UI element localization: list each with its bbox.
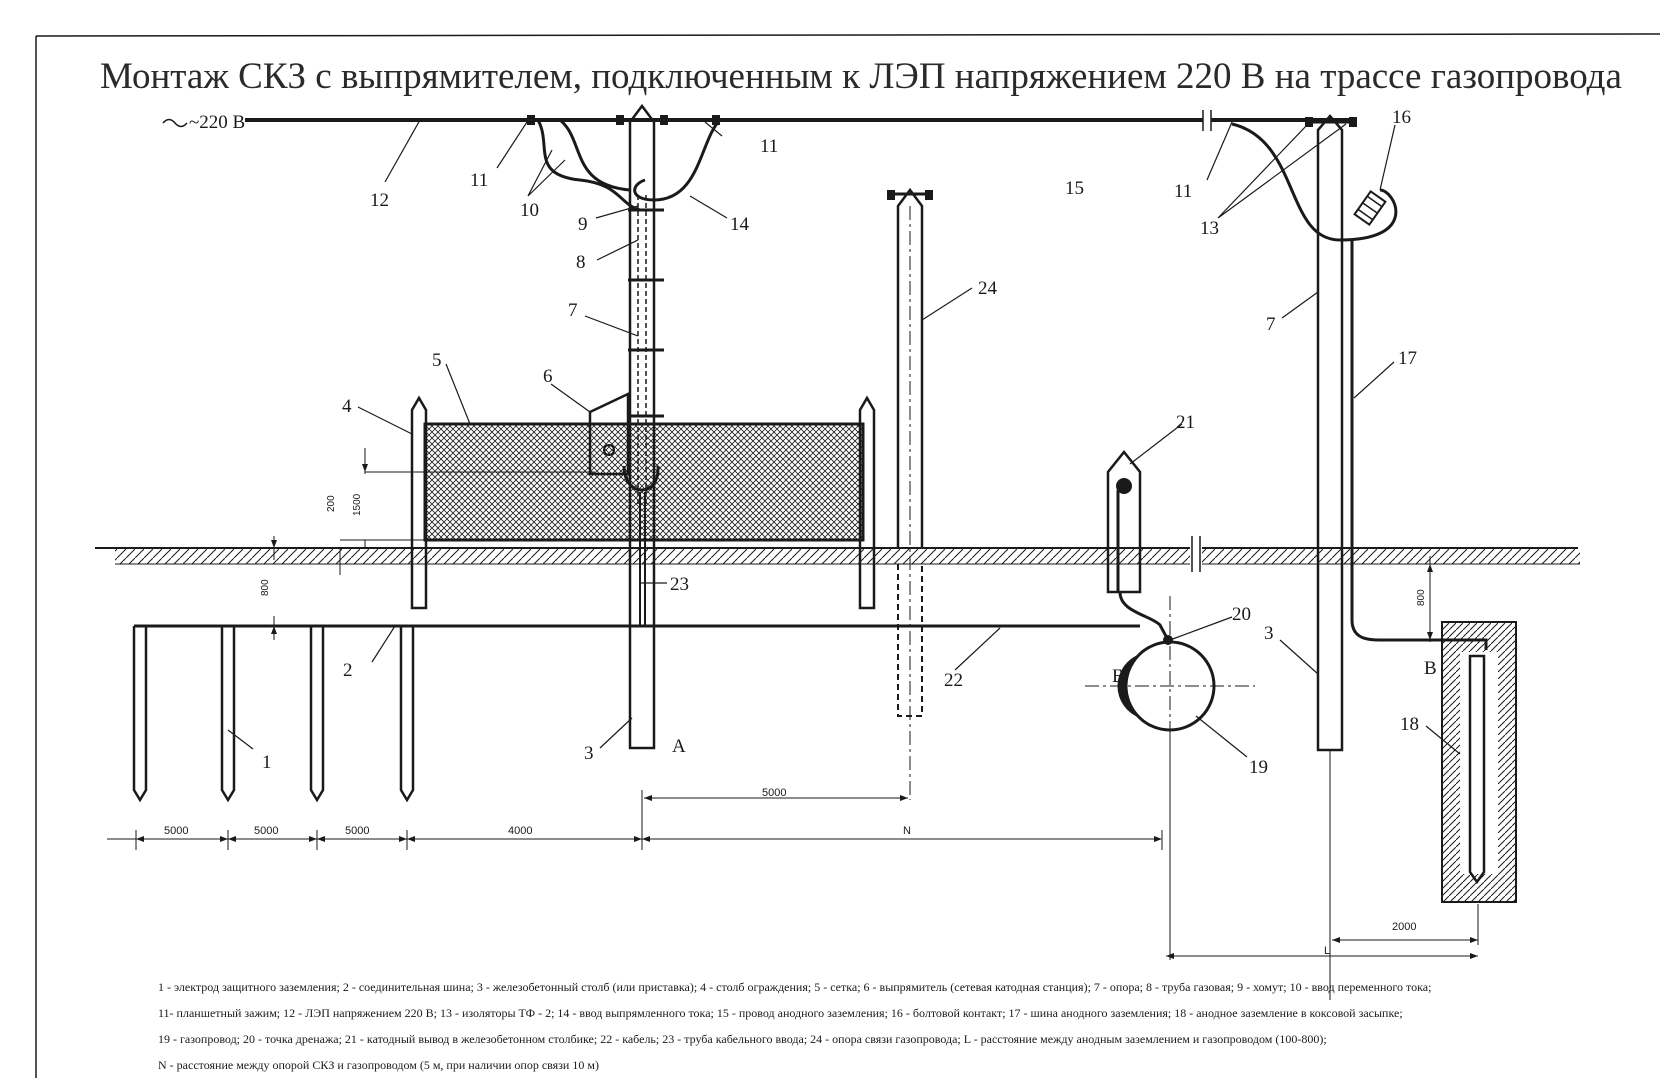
callout-7-right: 7 — [1266, 314, 1276, 335]
callout-8: 8 — [576, 252, 586, 273]
callout-5: 5 — [432, 350, 442, 371]
callout-13: 13 — [1200, 218, 1219, 239]
callout-2: 2 — [343, 660, 353, 681]
dim-5000-2: 5000 — [254, 825, 278, 837]
electrode — [220, 626, 236, 803]
electrode — [132, 626, 148, 803]
callout-17: 17 — [1398, 348, 1417, 369]
dimension-lines — [107, 448, 1478, 959]
callout-18: 18 — [1400, 714, 1419, 735]
callout-24: 24 — [978, 278, 998, 299]
callout-20: 20 — [1232, 604, 1251, 625]
point-b: Б — [1112, 666, 1123, 687]
callout-12: 12 — [370, 190, 389, 211]
ground-surface — [95, 536, 1580, 572]
legend-line: 1 - электрод защитного заземления; 2 - с… — [158, 980, 1432, 994]
rectifier — [588, 392, 660, 492]
dim-l: L — [1324, 945, 1330, 957]
dim-800-right: 800 — [1416, 589, 1427, 606]
callout-22: 22 — [944, 670, 963, 691]
callout-23: 23 — [670, 574, 689, 595]
skz-pole — [616, 103, 668, 750]
callout-labels: 1 2 3 3 4 5 6 7 7 8 9 10 11 11 11 12 13 … — [262, 107, 1437, 778]
fence-post-left — [410, 395, 428, 610]
cathode-terminal-post — [1106, 449, 1170, 641]
dim-1500: 1500 — [352, 493, 363, 516]
dim-5000-top: 5000 — [762, 787, 786, 799]
callout-6: 6 — [543, 366, 553, 387]
leader-lines — [227, 119, 1461, 758]
fence-post-right — [858, 395, 876, 610]
dim-5000-3: 5000 — [345, 825, 369, 837]
communication-pole — [887, 187, 933, 800]
power-line — [162, 110, 1352, 131]
point-v: В — [1424, 658, 1437, 679]
callout-10: 10 — [520, 200, 539, 221]
page-frame — [35, 33, 1660, 1078]
fence — [410, 395, 876, 610]
cable-entry-tube — [639, 492, 646, 626]
bolt-contact — [1353, 189, 1387, 227]
callout-1: 1 — [262, 752, 272, 773]
callout-15: 15 — [1065, 178, 1084, 199]
point-a: А — [672, 736, 686, 757]
ac-input-wires — [527, 115, 722, 212]
dim-4000: 4000 — [508, 825, 532, 837]
anode-wire — [1231, 122, 1398, 242]
callout-14: 14 — [730, 214, 750, 235]
dim-800-left: 800 — [260, 579, 271, 596]
pipe-clamps — [628, 208, 664, 418]
dim-5000-1: 5000 — [164, 825, 188, 837]
callout-16: 16 — [1392, 107, 1411, 128]
callout-11-right: 11 — [1174, 181, 1192, 202]
callout-9: 9 — [578, 214, 588, 235]
legend-line: 11- планшетный зажим; 12 - ЛЭП напряжени… — [158, 1006, 1403, 1020]
dim-n: N — [903, 825, 911, 837]
callout-11-middle: 11 — [760, 136, 778, 157]
callout-3-right: 3 — [1264, 623, 1274, 644]
anode-pole — [1231, 114, 1458, 1000]
dim-2000: 2000 — [1392, 921, 1416, 933]
legend: 1 - электрод защитного заземления; 2 - с… — [158, 974, 1558, 1078]
voltage-label: ~220 В — [189, 112, 245, 133]
grounding-electrodes — [132, 624, 1140, 803]
dimension-labels: 5000 5000 5000 4000 5000 N L 2000 800 80… — [164, 493, 1427, 957]
callout-11-left: 11 — [470, 170, 488, 191]
callout-3-left: 3 — [584, 743, 594, 764]
callout-21: 21 — [1176, 412, 1195, 433]
electrode — [309, 626, 325, 803]
legend-line: N - расстояние между опорой СКЗ и газопр… — [158, 1058, 599, 1072]
anode-grounding — [1441, 621, 1517, 945]
callout-19: 19 — [1249, 757, 1268, 778]
callout-4: 4 — [342, 396, 352, 417]
diagram-title: Монтаж СКЗ с выпрямителем, подключенным … — [100, 56, 1622, 97]
anode-bus — [1350, 240, 1458, 642]
electrode — [399, 626, 415, 803]
gas-pipeline — [1085, 596, 1255, 960]
callout-7-left: 7 — [568, 300, 578, 321]
dim-200: 200 — [326, 495, 337, 512]
legend-line: 19 - газопровод; 20 - точка дренажа; 21 … — [158, 1032, 1327, 1046]
